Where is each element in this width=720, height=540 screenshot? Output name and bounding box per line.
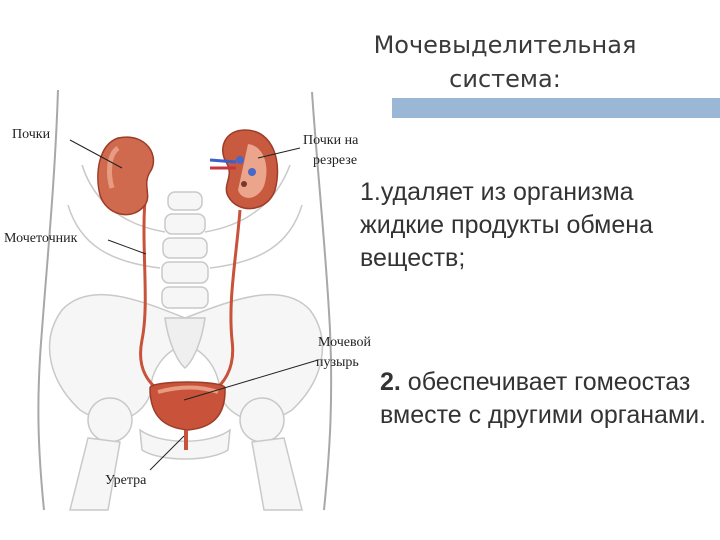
- label-kidney-section-2: резрезе: [313, 153, 357, 168]
- point-1: 1.удаляет из организма жидкие продукты о…: [360, 176, 720, 275]
- accent-bar: [392, 98, 720, 118]
- point-2: 2. обеспечивает гомеостаз вместе с други…: [380, 366, 710, 432]
- label-bladder-2: пузырь: [316, 355, 359, 370]
- title-line-1: Мочевыделительная: [330, 28, 680, 62]
- label-kidneys: Почки: [12, 127, 51, 142]
- label-kidney-section-1: Почки на: [303, 133, 359, 148]
- title-line-2: система:: [330, 62, 680, 96]
- kidney-left: [98, 137, 154, 214]
- slide-title: Мочевыделительная система:: [330, 28, 680, 96]
- label-urethra: Уретра: [105, 473, 147, 488]
- kidney-section: [210, 130, 277, 209]
- label-ureter: Мочеточник: [4, 231, 78, 246]
- point-2-number: 2.: [380, 368, 401, 396]
- bladder: [150, 382, 225, 430]
- skeleton: [50, 165, 323, 510]
- point-2-text: обеспечивает гомеостаз вместе с другими …: [380, 368, 706, 429]
- label-bladder-1: Мочевой: [318, 335, 372, 350]
